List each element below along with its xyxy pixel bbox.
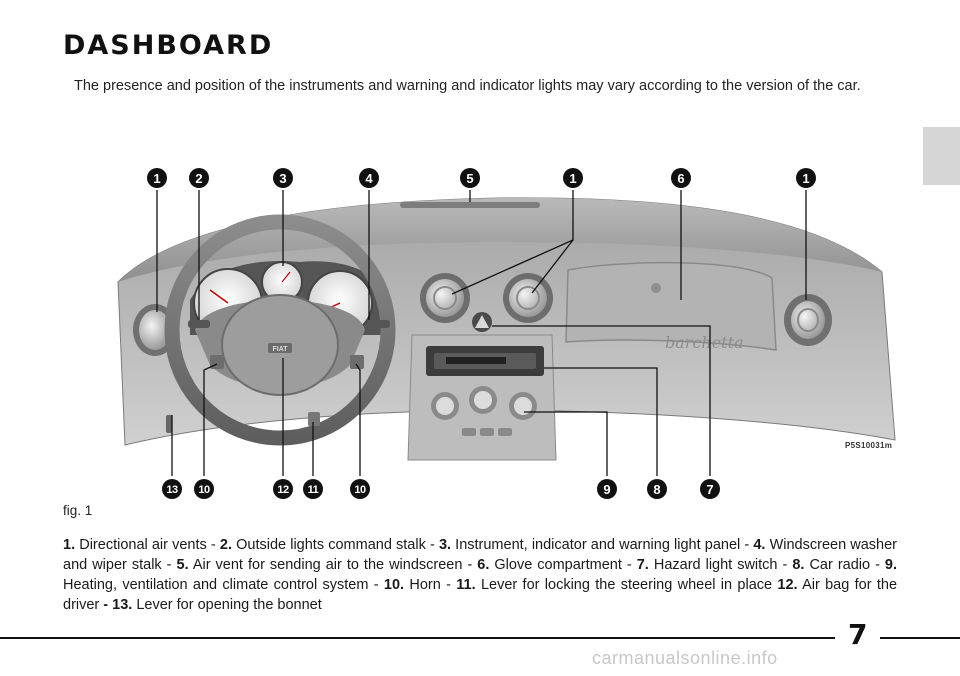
steering-wheel: FIAT [164,214,396,446]
right-side-vent [784,294,832,346]
center-vent-right [503,273,553,323]
legend-item: 11. Lever for locking the steering wheel… [456,577,778,593]
page-number: 7 [848,618,868,651]
wiper-stalk [368,320,390,328]
legend-item: 4. Windscreen washer and wiper stalk - [63,537,898,573]
bonnet-lever [166,415,172,433]
dashboard-illustration: barchetta [117,168,896,499]
svg-text:8: 8 [653,482,660,497]
glovebox-lock [651,283,661,293]
svg-text:10: 10 [198,484,210,496]
legend-item: 10. Horn - [383,577,457,593]
callout-12: 12 [273,479,293,499]
legend-item: 7. Hazard light switch - [636,557,793,573]
glove-compartment [565,261,777,351]
climate-controls [431,386,537,436]
legend-item: 9. Heating, ventilation and climate cont… [63,557,898,593]
callout-3: 3 [273,168,293,188]
callout-11: 11 [303,479,323,499]
car-radio [426,346,544,376]
callout-8: 8 [647,479,667,499]
svg-text:1: 1 [569,171,576,186]
lights-stalk [188,320,210,328]
hazard-switch [472,312,492,332]
svg-text:3: 3 [279,171,286,186]
dashboard-figure: barchetta [100,160,900,500]
legend-item: 3. Instrument, indicator and warning lig… [438,537,754,553]
glovebox-script: barchetta [665,333,744,352]
page-title: DASHBOARD [63,30,274,61]
svg-text:12: 12 [277,484,289,496]
fiat-badge: FIAT [272,346,288,353]
callout-1b: 1 [563,168,583,188]
legend-item: 8. Car radio - [792,557,885,573]
figure-caption: fig. 1 [63,503,93,518]
svg-text:1: 1 [802,171,809,186]
photo-code: P5S10031m [845,441,893,450]
footer-rule [0,637,835,639]
svg-text:13: 13 [166,484,178,496]
svg-text:7: 7 [706,482,713,497]
svg-text:5: 5 [466,171,473,186]
callout-2: 2 [189,168,209,188]
intro-text: The presence and position of the instrum… [74,78,861,94]
legend-item: 2. Outside lights command stalk - [219,537,439,553]
callout-10a: 10 [194,479,214,499]
callout-7: 7 [700,479,720,499]
svg-text:11: 11 [308,484,319,496]
legend-item: - 13. Lever for opening the bonnet [103,597,322,613]
callout-1a: 1 [147,168,167,188]
callouts-bottom: 13 10 12 11 10 9 8 7 [162,479,720,499]
callouts-top: 1 2 3 4 5 1 6 1 [147,168,816,188]
svg-text:4: 4 [365,171,373,186]
svg-text:10: 10 [354,484,366,496]
footer-rule-right [880,637,960,639]
svg-text:6: 6 [677,171,684,186]
legend-item: 1. Directional air vents - [63,537,220,553]
watermark-link[interactable]: carmanualsonline.info [592,648,778,668]
callout-1c: 1 [796,168,816,188]
figure-legend: 1. Directional air vents - 2. Outside li… [63,535,897,615]
wheel-lock-lever [308,412,320,426]
legend-item: 6. Glove compartment - [477,557,637,573]
windscreen-vent [400,202,540,208]
callout-10b: 10 [350,479,370,499]
callout-9: 9 [597,479,617,499]
callout-5: 5 [460,168,480,188]
svg-text:1: 1 [153,171,160,186]
callout-4: 4 [359,168,379,188]
center-vent-left [420,273,470,323]
section-tab [923,127,960,185]
leader-lines [156,190,807,476]
legend-item: 5. Air vent for sending air to the winds… [176,557,478,573]
legend-item: 12. Air bag for the driver [63,577,898,613]
svg-text:2: 2 [195,171,202,186]
svg-text:9: 9 [603,482,610,497]
callout-13: 13 [162,479,182,499]
callout-6: 6 [671,168,691,188]
